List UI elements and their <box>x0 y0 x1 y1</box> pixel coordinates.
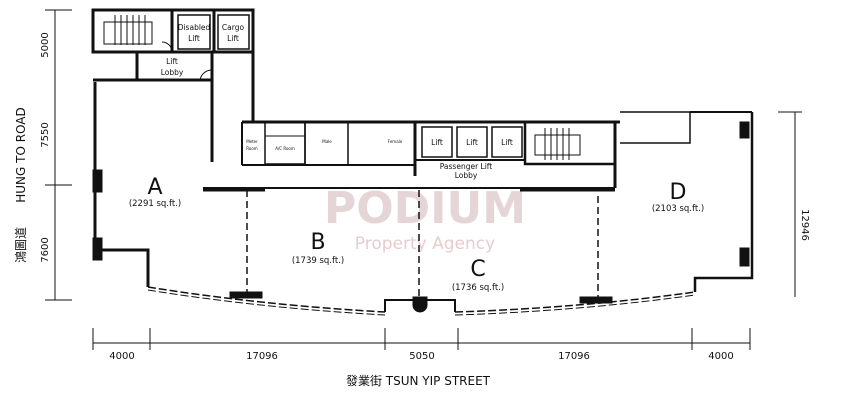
dim-bottom-5: 4000 <box>708 351 733 362</box>
dim-right: 12946 <box>799 209 810 241</box>
disabled-lift-label-1: Disabled <box>178 23 211 32</box>
dim-bottom-2: 17096 <box>246 351 278 362</box>
ac-room-label: A/C Room <box>275 146 295 151</box>
dim-left-1: 5000 <box>40 32 51 57</box>
passenger-lobby-label-2: Lobby <box>455 171 478 180</box>
passenger-lobby-label-1: Passenger Lift <box>440 162 493 171</box>
meter-room-label-2: Room <box>246 146 257 151</box>
disabled-lift-label-2: Lift <box>188 34 200 43</box>
dim-bottom-1: 4000 <box>109 351 134 362</box>
unit-d-letter: D <box>670 180 687 205</box>
unit-c-letter: C <box>470 257 485 282</box>
dim-bottom-3: 5050 <box>409 351 434 362</box>
dim-bottom-4: 17096 <box>558 351 590 362</box>
cargo-lift-label-1: Cargo <box>222 23 245 32</box>
dim-left-3: 7600 <box>40 237 51 262</box>
walls <box>45 8 802 350</box>
unit-a-letter: A <box>147 175 162 200</box>
watermark-subtitle: Property Agency <box>355 234 495 254</box>
cargo-lift-label-2: Lift <box>227 34 239 43</box>
unit-b-area: (1739 sq.ft.) <box>292 256 344 266</box>
passenger-lift-2-label: Lift <box>466 138 478 147</box>
stairs-top-left <box>103 15 153 45</box>
passenger-lift-3-label: Lift <box>501 138 513 147</box>
lift-lobby-label-1: Lift <box>166 57 178 66</box>
dim-left-2: 7550 <box>40 122 51 147</box>
unit-a-area: (2291 sq.ft.) <box>129 199 181 209</box>
unit-d-area: (2103 sq.ft.) <box>652 204 704 214</box>
passenger-lift-1-label: Lift <box>431 138 443 147</box>
unit-c-area: (1736 sq.ft.) <box>452 283 504 293</box>
meter-room-label-1: Meter <box>246 139 258 144</box>
watermark-title: PODIUM <box>324 183 526 234</box>
street-label: 發業街 TSUN YIP STREET <box>346 373 491 388</box>
road-label: HUNG TO ROAD <box>14 107 28 203</box>
unit-b-letter: B <box>310 230 325 255</box>
female-toilet-label: Female <box>388 139 403 144</box>
male-toilet-label: Male <box>322 139 332 144</box>
lift-lobby-label-2: Lobby <box>161 68 184 77</box>
road-label-chinese: 鴻圖道 <box>14 227 28 263</box>
stairs-right <box>534 128 581 160</box>
